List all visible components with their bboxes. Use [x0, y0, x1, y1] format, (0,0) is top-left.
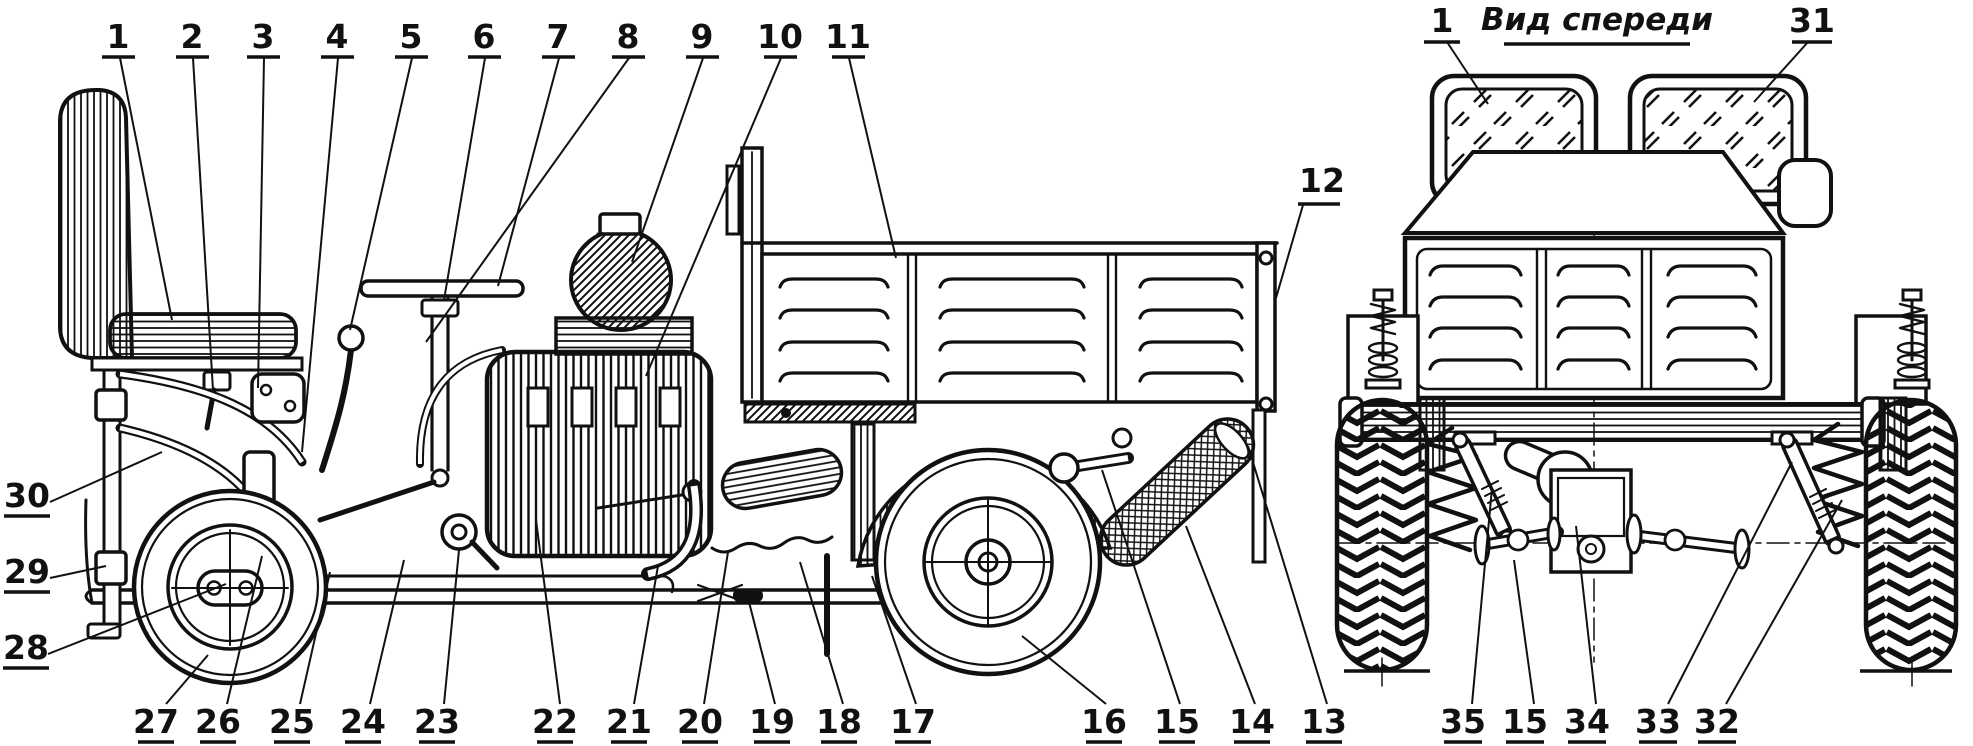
callout-side-4: 4 [326, 17, 349, 56]
callout-front-35: 35 [1440, 702, 1486, 741]
callout-side-27: 27 [133, 702, 179, 741]
callout-side-14: 14 [1229, 702, 1275, 741]
callout-front-31: 31 [1789, 1, 1835, 40]
hood-cowl [1400, 150, 1833, 235]
steering-assembly [317, 279, 525, 523]
callout-side-29: 29 [4, 552, 50, 591]
callout-side-22: 22 [532, 702, 578, 741]
gear-lever [319, 324, 365, 473]
cargo-body-side [725, 146, 1279, 564]
callout-front-15: 15 [1502, 702, 1548, 741]
left-wheel-front [1334, 397, 1430, 673]
callout-front-1: 1 [1431, 1, 1454, 40]
callout-front-33: 33 [1635, 702, 1681, 741]
tie-rods [1473, 513, 1751, 570]
right-wheel-front [1863, 397, 1959, 673]
differential [1549, 468, 1633, 574]
callout-side-21: 21 [606, 702, 652, 741]
callout-side-19: 19 [749, 702, 795, 741]
callout-side-2: 2 [181, 17, 204, 56]
callout-side-7: 7 [547, 17, 570, 56]
callout-side-6: 6 [473, 17, 496, 56]
callout-side-20: 20 [677, 702, 723, 741]
callout-side-1: 1 [107, 17, 130, 56]
callout-side-28: 28 [3, 628, 49, 667]
cargo-body-front [1402, 235, 1786, 401]
leader-lines-side [47, 57, 1328, 705]
suspension-right [1770, 421, 1865, 555]
front-view-wheels [1334, 396, 1959, 687]
corner-screw-right [1893, 288, 1931, 390]
callout-front-34: 34 [1564, 702, 1610, 741]
callout-side-25: 25 [269, 702, 315, 741]
callout-side-9: 9 [691, 17, 714, 56]
callout-side-10: 10 [757, 17, 803, 56]
callout-side-23: 23 [414, 702, 460, 741]
callout-front-32: 32 [1694, 702, 1740, 741]
callout-side-24: 24 [340, 702, 386, 741]
callout-side-18: 18 [816, 702, 862, 741]
chain-drive [440, 447, 844, 571]
corner-screw-left [1364, 288, 1402, 390]
callouts-side: 1 2 3 4 5 6 7 8 9 10 11 12 30 29 28 27 2… [3, 17, 1347, 744]
front-wheel [131, 488, 329, 686]
callout-side-15: 15 [1154, 702, 1200, 741]
callout-side-13: 13 [1301, 702, 1347, 741]
side-view-drawing: 1 2 3 4 5 6 7 8 9 10 11 12 30 29 28 27 2… [3, 17, 1347, 744]
front-view-drawing: Вид спереди [1334, 1, 1959, 744]
callout-side-3: 3 [252, 17, 275, 56]
callouts-front: 1 31 35 15 34 33 32 [1424, 1, 1835, 744]
rear-swingarm [1048, 427, 1134, 484]
callout-side-5: 5 [400, 17, 423, 56]
handlebar-grip-front [1777, 158, 1833, 228]
front-view-title: Вид спереди [1481, 2, 1713, 38]
engine [415, 346, 714, 581]
callout-side-12: 12 [1299, 161, 1345, 200]
callout-side-26: 26 [195, 702, 241, 741]
callout-side-30: 30 [4, 476, 50, 515]
callout-side-8: 8 [617, 17, 640, 56]
muffler [1098, 417, 1256, 567]
callout-side-16: 16 [1081, 702, 1127, 741]
callout-side-11: 11 [825, 17, 871, 56]
rear-wheel [873, 447, 1103, 677]
callout-side-17: 17 [890, 702, 936, 741]
fuel-tank [554, 212, 694, 356]
leader-lines-front [1446, 41, 1843, 705]
driver-seat [58, 88, 304, 640]
